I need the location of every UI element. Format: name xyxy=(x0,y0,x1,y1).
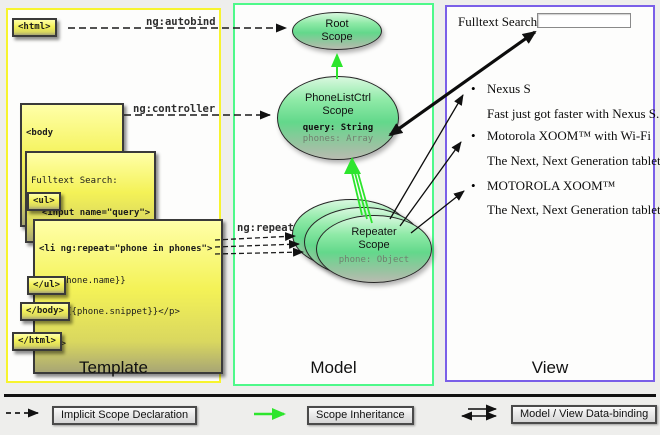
scope-title: PhoneListCtrl xyxy=(304,92,372,104)
ng-controller-label: ng:controller xyxy=(133,103,216,115)
bullet-icon: • xyxy=(471,178,476,193)
template-column-label: Template xyxy=(79,358,148,377)
code-line: Fulltext Search: xyxy=(31,176,118,186)
code-line: {{phone.name}} xyxy=(39,275,126,286)
scope-title: Scope xyxy=(358,238,390,251)
scope-title: Root xyxy=(325,18,349,30)
ng-repeat-label: ng:repeat xyxy=(237,222,294,234)
scope-title: Scope xyxy=(322,104,354,117)
phone-snippet: Fast just got faster with Nexus S. xyxy=(487,106,660,121)
html-close-tag-box: </html> xyxy=(12,332,62,351)
phone-snippet: The Next, Next Generation tablet. xyxy=(487,202,660,217)
code-line: <input name="query"> xyxy=(31,207,151,218)
model-column xyxy=(233,3,434,386)
code-line: </li> xyxy=(39,339,217,350)
bullet-icon: • xyxy=(471,81,476,96)
code-line: <li ng:repeat="phone in phones"> xyxy=(39,244,213,254)
phone-snippet: The Next, Next Generation tablet. xyxy=(487,153,660,168)
code-line: <body xyxy=(26,128,54,138)
legend-scope-inheritance: Scope Inheritance xyxy=(307,406,414,425)
html-open-tag-box: <html> xyxy=(12,18,57,37)
ul-close-tag-box: </ul> xyxy=(27,276,67,295)
phonelistctrl-scope-ellipse: PhoneListCtrl Scope query: String phones… xyxy=(277,76,399,160)
scope-property: phones: Array xyxy=(302,134,374,144)
legend-model-view-data-binding: Model / View Data-binding xyxy=(511,405,658,424)
view-column-label: View xyxy=(531,358,569,377)
legend-divider xyxy=(4,394,656,397)
fulltext-search-input[interactable] xyxy=(537,13,631,28)
fulltext-search-label: Fulltext Search: xyxy=(458,14,541,29)
phone-name: Nexus S xyxy=(487,81,531,96)
ul-open-tag-box: <ul> xyxy=(27,192,61,211)
scope-title: Repeater xyxy=(351,226,397,238)
scope-title: Scope xyxy=(321,30,353,43)
phone-name: Motorola XOOM™ with Wi-Fi xyxy=(487,128,652,143)
ng-autobind-label: ng:autobind xyxy=(146,16,216,28)
repeater-scope-ellipse: Repeater Scope phone: Object xyxy=(316,215,432,283)
phone-name: MOTOROLA XOOM™ xyxy=(487,178,616,193)
root-scope-ellipse: Root Scope xyxy=(292,12,382,50)
scope-property: query: String xyxy=(302,123,374,133)
li-repeat-code-box: <li ng:repeat="phone in phones"> {{phone… xyxy=(33,219,223,374)
bullet-icon: • xyxy=(471,128,476,143)
legend-implicit-scope-declaration: Implicit Scope Declaration xyxy=(52,406,198,425)
code-line: <p>{{phone.snippet}}</p> xyxy=(39,307,180,317)
scope-property: phone: Object xyxy=(338,255,410,265)
body-close-tag-box: </body> xyxy=(20,302,70,321)
model-column-label: Model xyxy=(310,358,357,377)
